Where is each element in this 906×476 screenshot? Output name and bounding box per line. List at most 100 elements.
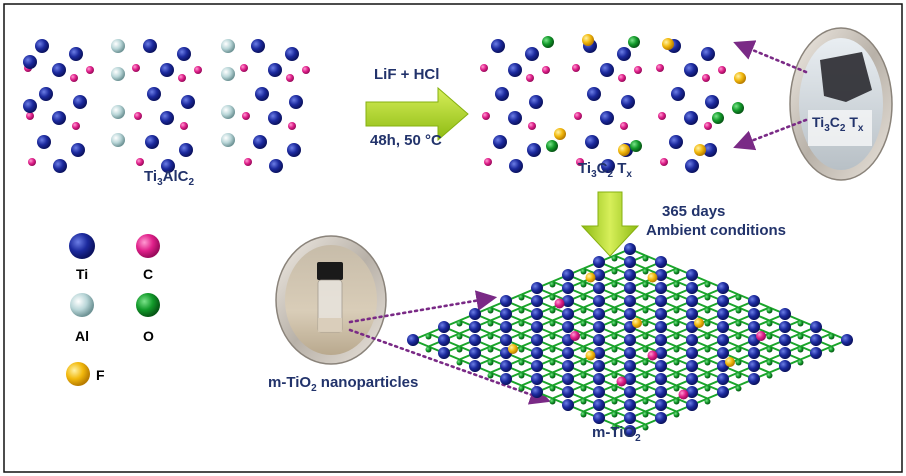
o-atom xyxy=(518,320,525,327)
o-atom xyxy=(797,333,804,340)
ti-atom xyxy=(35,39,49,53)
ti-atom xyxy=(701,47,715,61)
o-atom xyxy=(487,372,494,379)
ti-atom xyxy=(624,308,636,320)
c-atom xyxy=(484,158,492,166)
c-atom xyxy=(704,122,712,130)
ti-atom xyxy=(531,334,543,346)
ti-atom xyxy=(748,295,760,307)
c-atom xyxy=(526,74,534,82)
o-atom xyxy=(518,385,525,392)
c-atom xyxy=(86,66,94,74)
o-atom xyxy=(487,333,494,340)
c-atom xyxy=(132,64,140,72)
o-atom xyxy=(735,385,742,392)
c-atom xyxy=(718,66,726,74)
c-atom xyxy=(70,74,78,82)
ti-atom xyxy=(562,282,574,294)
ti-atom xyxy=(493,135,507,149)
ti-atom xyxy=(705,95,719,109)
o-atom xyxy=(704,333,711,340)
o-atom xyxy=(735,307,742,314)
al-atom xyxy=(111,39,125,53)
o-atom xyxy=(766,346,773,353)
ti-atom xyxy=(177,47,191,61)
ti-atom xyxy=(593,412,605,424)
o-atom xyxy=(766,359,773,366)
o-atom xyxy=(518,294,525,301)
f-atom xyxy=(618,144,630,156)
o-atom xyxy=(673,372,680,379)
ti-atom xyxy=(531,321,543,333)
ti3alc2-crystal xyxy=(23,39,310,173)
ti-atom xyxy=(500,360,512,372)
o-atom xyxy=(611,307,618,314)
al-atom xyxy=(111,67,125,81)
ti-atom xyxy=(748,308,760,320)
f-atom xyxy=(647,272,658,283)
o-atom xyxy=(549,320,556,327)
ti-atom xyxy=(289,95,303,109)
o-atom xyxy=(673,411,680,418)
ti-atom xyxy=(69,47,83,61)
al-atom xyxy=(111,133,125,147)
o-atom xyxy=(549,281,556,288)
c-atom xyxy=(570,331,580,341)
o-atom xyxy=(797,320,804,327)
legend-al-label: Al xyxy=(75,328,89,344)
o-atom xyxy=(673,333,680,340)
o-atom xyxy=(735,372,742,379)
ti-atom xyxy=(684,63,698,77)
ti-atom xyxy=(617,47,631,61)
c-atom xyxy=(288,122,296,130)
ti-atom xyxy=(500,321,512,333)
o-atom xyxy=(580,346,587,353)
o-atom xyxy=(580,268,587,275)
c-atom xyxy=(618,74,626,82)
ti-atom xyxy=(810,334,822,346)
o-atom xyxy=(425,346,432,353)
c-atom xyxy=(482,112,490,120)
ti-atom xyxy=(469,334,481,346)
o-atom xyxy=(704,346,711,353)
ti-atom xyxy=(686,282,698,294)
ti-atom xyxy=(495,87,509,101)
aging-days-label: 365 days xyxy=(662,203,726,220)
o-atom xyxy=(797,359,804,366)
o-atom xyxy=(735,320,742,327)
c-atom xyxy=(242,112,250,120)
ti-atom xyxy=(161,159,175,173)
o-atom xyxy=(642,359,649,366)
f-atom xyxy=(662,38,674,50)
c-atom xyxy=(286,74,294,82)
c-atom xyxy=(656,64,664,72)
ti-atom xyxy=(601,159,615,173)
ti3c2tx-label: Ti3C2 Tx xyxy=(578,160,632,180)
ti-atom xyxy=(624,386,636,398)
o-atom xyxy=(642,411,649,418)
o-atom xyxy=(704,320,711,327)
ti-atom xyxy=(655,334,667,346)
ti-atom xyxy=(779,347,791,359)
legend-f-label: F xyxy=(96,367,105,383)
o-atom xyxy=(642,320,649,327)
o-atom xyxy=(673,294,680,301)
ti-atom xyxy=(624,295,636,307)
f-atom xyxy=(585,350,596,361)
o-atom xyxy=(735,333,742,340)
o-atom xyxy=(487,307,494,314)
c-atom xyxy=(244,158,252,166)
al-atom xyxy=(221,105,235,119)
m-tio2-lattice xyxy=(407,243,853,437)
o-atom xyxy=(611,346,618,353)
ti-atom xyxy=(600,63,614,77)
ti-atom xyxy=(686,334,698,346)
o-atom xyxy=(549,294,556,301)
o-atom xyxy=(828,346,835,353)
ti-atom xyxy=(531,386,543,398)
legend-al-atom xyxy=(70,293,94,317)
ti-atom xyxy=(810,321,822,333)
o-atom xyxy=(518,346,525,353)
ti-atom xyxy=(748,347,760,359)
